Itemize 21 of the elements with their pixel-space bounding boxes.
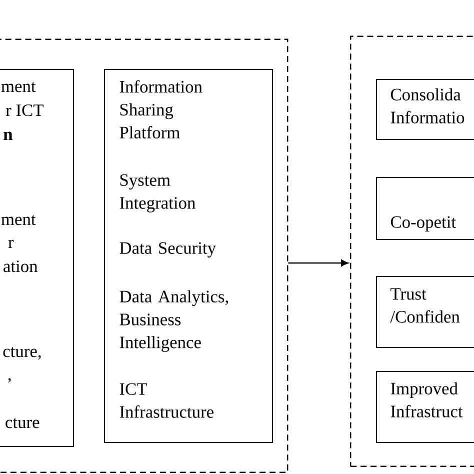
box-text: ation bbox=[4, 260, 38, 272]
box-text: n bbox=[4, 132, 13, 140]
box-text: Information Sharing Platform bbox=[120, 80, 202, 138]
box-text: Data Security bbox=[120, 242, 216, 258]
box-text: ICT Infrastructure bbox=[120, 383, 214, 418]
box-text: Trust /Confiden bbox=[390, 288, 460, 323]
box-text: Co-opetit bbox=[390, 216, 456, 232]
box-text: r bbox=[8, 240, 14, 248]
box-text: , bbox=[8, 378, 11, 383]
dashed-group-frame bbox=[350, 36, 474, 467]
box-text: ment bbox=[1, 82, 36, 92]
box-text: Data Analytics, Business Intelligence bbox=[120, 290, 228, 352]
box-text: cture, bbox=[3, 347, 41, 360]
box-text: cture bbox=[6, 418, 40, 428]
box-text: Improved Infrastruct bbox=[390, 382, 463, 418]
box-text: Consolida Informatio bbox=[390, 88, 464, 124]
arrow bbox=[288, 260, 348, 266]
box-text: r ICT bbox=[6, 104, 44, 116]
box-text: System Integration bbox=[120, 174, 196, 212]
dashed-group-frame bbox=[0, 38, 288, 473]
box-text: ment bbox=[1, 215, 36, 226]
